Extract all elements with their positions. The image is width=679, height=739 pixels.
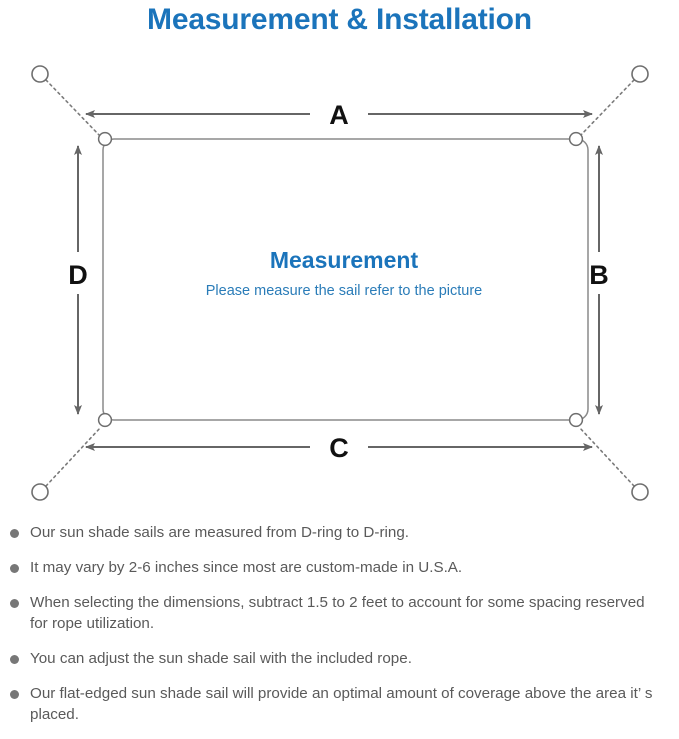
rope-line-top-right xyxy=(578,79,635,138)
d-ring-top-right xyxy=(568,131,584,147)
list-item: It may vary by 2-6 inches since most are… xyxy=(0,557,679,578)
note-text: It may vary by 2-6 inches since most are… xyxy=(30,559,463,576)
note-text: You can adjust the sun shade sail with t… xyxy=(30,650,412,667)
page-title: Measurement & Installation xyxy=(147,3,532,36)
bullet-icon xyxy=(10,655,19,664)
d-ring-bottom-right xyxy=(568,412,584,428)
sail-measurement-diagram: A C D B Measurement Please measure the s… xyxy=(0,44,679,522)
notes-list: Our sun shade sails are measured from D-… xyxy=(0,522,679,739)
list-item: When selecting the dimensions, subtract … xyxy=(0,592,679,634)
anchor-point-top-right xyxy=(631,65,649,83)
dimension-label-b: B xyxy=(589,260,609,290)
note-text: Our sun shade sails are measured from D-… xyxy=(30,524,409,541)
list-item: Our sun shade sails are measured from D-… xyxy=(0,522,679,543)
list-item: Our flat-edged sun shade sail will provi… xyxy=(0,683,679,725)
rope-line-top-left xyxy=(45,79,102,138)
anchor-points xyxy=(31,65,649,501)
bullet-icon xyxy=(10,690,19,699)
dimension-label-d: D xyxy=(68,260,88,290)
dimension-label-a: A xyxy=(329,100,349,130)
anchor-point-bottom-right xyxy=(631,483,649,501)
note-text: Our flat-edged sun shade sail will provi… xyxy=(30,685,653,723)
rope-line-bottom-left xyxy=(45,426,102,487)
shade-sail-body xyxy=(102,138,589,421)
diagram-center-subheading: Please measure the sail refer to the pic… xyxy=(206,283,482,299)
list-item: You can adjust the sun shade sail with t… xyxy=(0,648,679,669)
d-ring-top-left xyxy=(97,131,113,147)
note-text: When selecting the dimensions, subtract … xyxy=(30,594,645,632)
anchor-point-top-left xyxy=(31,65,49,83)
diagram-center-heading: Measurement xyxy=(270,247,419,273)
bullet-icon xyxy=(10,564,19,573)
bullet-icon xyxy=(10,529,19,538)
d-rings xyxy=(97,131,584,428)
anchor-point-bottom-left xyxy=(31,483,49,501)
bullet-icon xyxy=(10,599,19,608)
dimension-label-c: C xyxy=(329,433,349,463)
d-ring-bottom-left xyxy=(97,412,113,428)
rope-lines xyxy=(45,79,635,487)
rope-line-bottom-right xyxy=(578,426,635,487)
